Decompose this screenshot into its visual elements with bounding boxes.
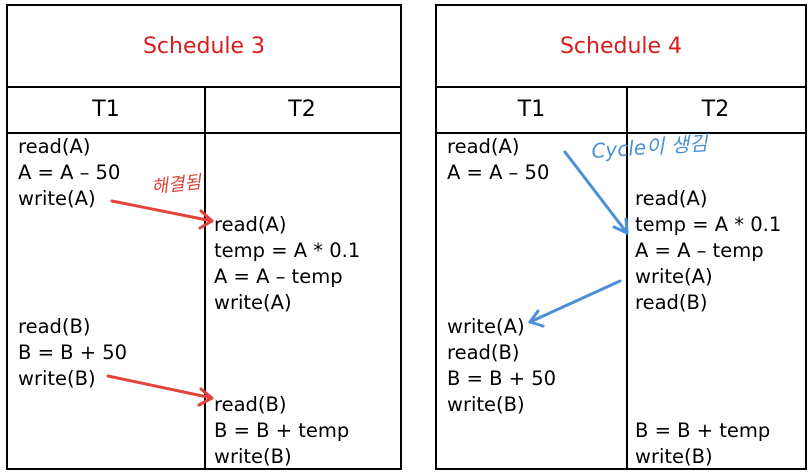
s4-t1-read-b: read(B) — [447, 341, 520, 364]
s3-t2-write-a: write(A) — [214, 291, 292, 314]
s4-t1-write-b: write(B) — [447, 393, 525, 416]
s4-t2-a-minus-temp: A = A – temp — [635, 239, 764, 262]
s4-t1-write-a: write(A) — [447, 315, 525, 338]
s4-t2-b-plus-temp: B = B + temp — [635, 419, 771, 442]
s4-t2-read-a: read(A) — [635, 187, 708, 210]
s3-t2-read-b: read(B) — [214, 393, 287, 416]
s4-t2-read-b: read(B) — [635, 291, 708, 314]
schedule-3-header-t1: T1 — [8, 86, 204, 134]
s3-t2-a-minus-temp: A = A – temp — [214, 265, 343, 288]
s3-t2-write-b: write(B) — [214, 445, 292, 468]
s4-t2-write-b: write(B) — [635, 445, 713, 468]
s3-t1-read-b: read(B) — [18, 315, 91, 338]
s3-t2-b-plus-temp: B = B + temp — [214, 419, 350, 442]
s3-t1-read-a: read(A) — [18, 135, 91, 158]
s3-t1-write-b: write(B) — [18, 367, 96, 390]
s3-t1-b-plus-50: B = B + 50 — [18, 341, 128, 364]
schedule-4-header-t2: T2 — [626, 86, 805, 134]
s3-t1-write-a: write(A) — [18, 187, 96, 210]
schedule-3-table: Schedule 3 T1 T2 read(A) A = A – 50 writ… — [6, 4, 402, 470]
s4-t2-write-a: write(A) — [635, 265, 713, 288]
s4-t1-b-plus-50: B = B + 50 — [447, 367, 557, 390]
schedule-4-table: Schedule 4 T1 T2 read(A) A = A – 50 writ… — [435, 4, 807, 470]
s3-t1-a-minus-50: A = A – 50 — [18, 161, 121, 184]
s3-t2-temp: temp = A * 0.1 — [214, 239, 361, 262]
s4-t2-temp: temp = A * 0.1 — [635, 213, 782, 236]
schedule-4-header-t1: T1 — [437, 86, 626, 134]
s4-t1-a-minus-50: A = A – 50 — [447, 161, 550, 184]
schedule-4-title: Schedule 4 — [437, 6, 805, 88]
schedule-4-divider — [626, 86, 628, 468]
s4-t1-read-a: read(A) — [447, 135, 520, 158]
schedule-3-header-t2: T2 — [204, 86, 400, 134]
schedule-3-divider — [204, 86, 206, 468]
schedule-3-title: Schedule 3 — [8, 6, 400, 88]
s3-t2-read-a: read(A) — [214, 213, 287, 236]
